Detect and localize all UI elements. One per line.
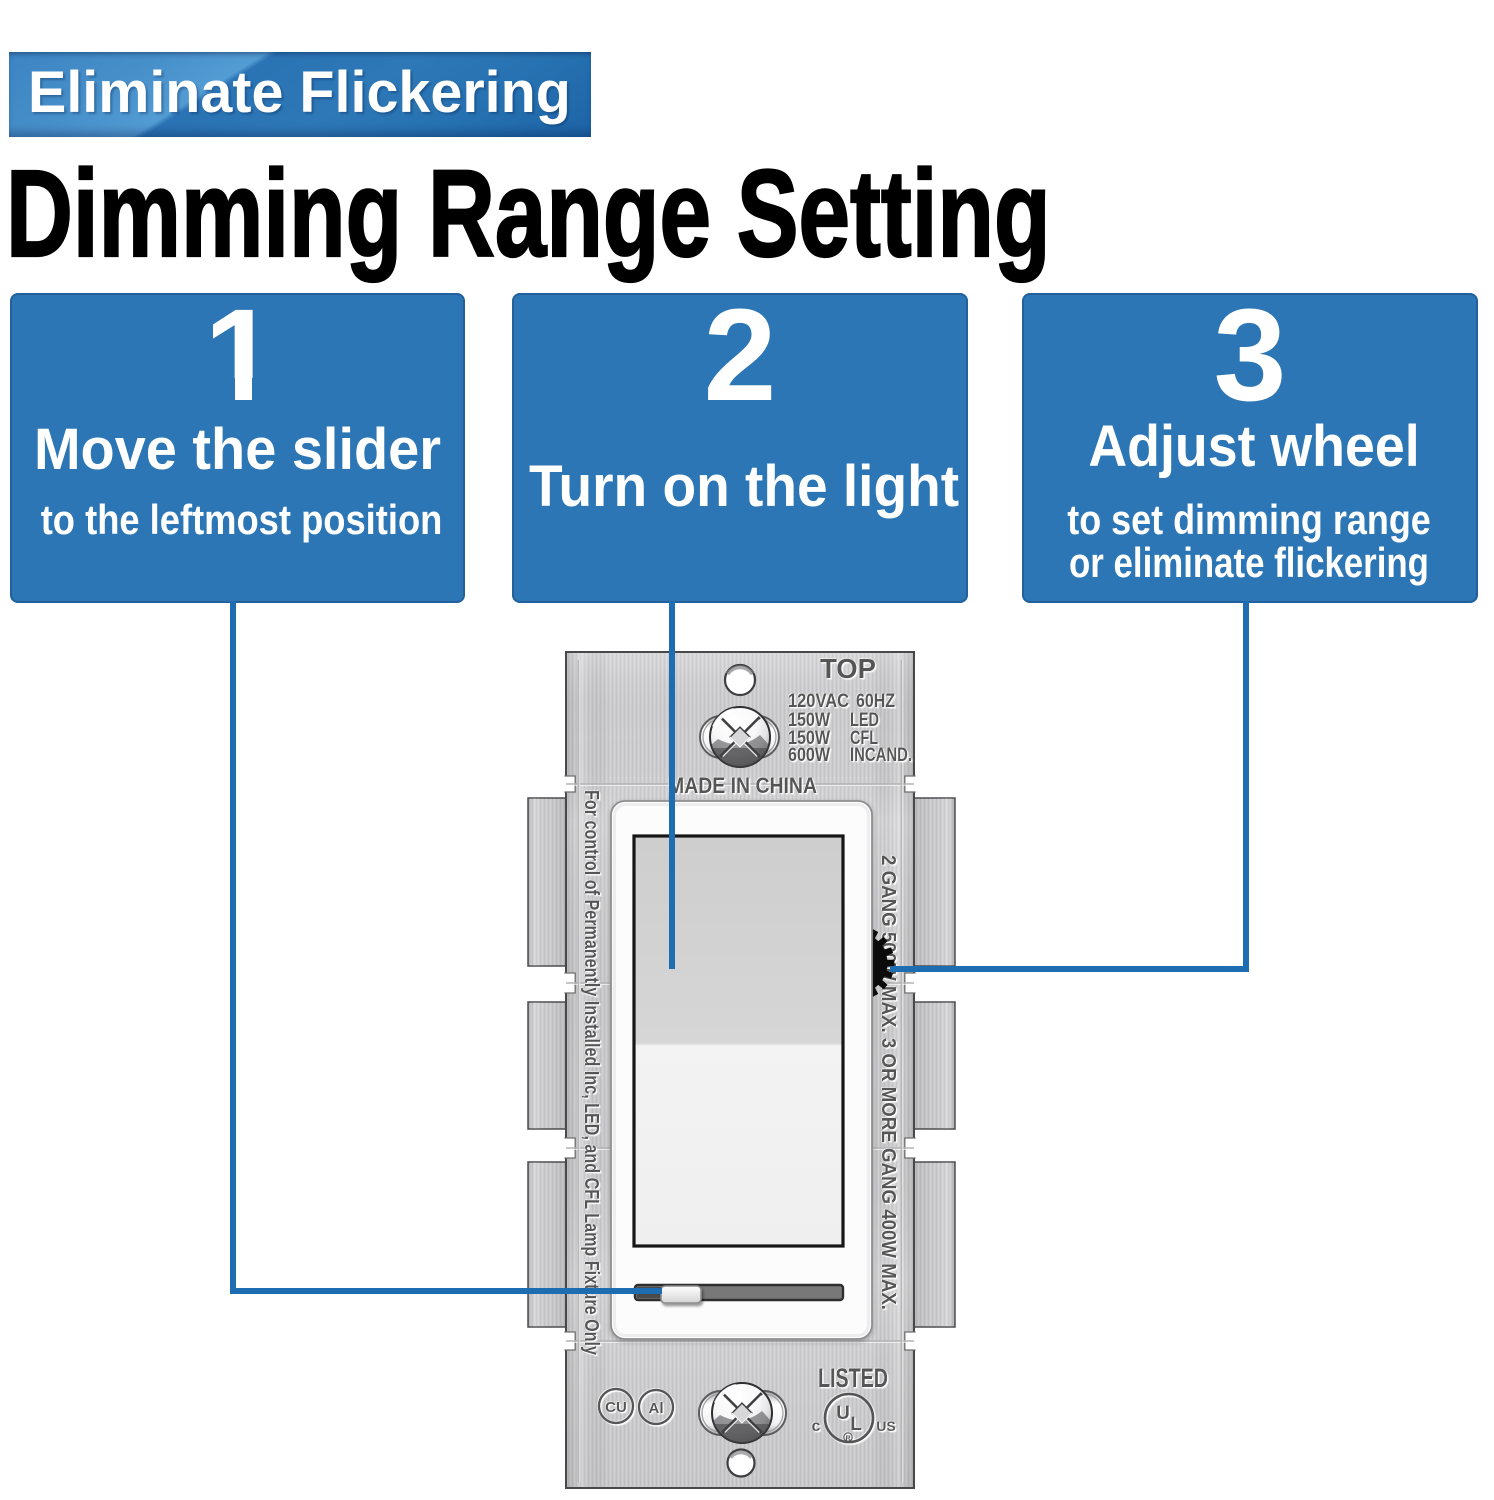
- svg-text:For control of Permanently Ins: For control of Permanently Installed Inc…: [580, 790, 602, 1356]
- svg-text:60HZ: 60HZ: [856, 691, 895, 712]
- svg-text:US: US: [876, 1418, 895, 1434]
- svg-text:R: R: [845, 1436, 850, 1443]
- svg-text:U: U: [836, 1403, 850, 1424]
- svg-text:MADE IN CHINA: MADE IN CHINA: [668, 773, 817, 798]
- svg-text:INCAND.: INCAND.: [850, 745, 912, 766]
- svg-text:150W: 150W: [788, 728, 830, 749]
- svg-text:Al: Al: [649, 1400, 664, 1417]
- svg-text:2 GANG 500W MAX. 3 OR MORE GAN: 2 GANG 500W MAX. 3 OR MORE GANG 400W MAX…: [877, 855, 899, 1310]
- svg-text:LISTED: LISTED: [818, 1363, 888, 1393]
- svg-text:TOP: TOP: [820, 653, 876, 684]
- svg-text:150W: 150W: [788, 710, 830, 731]
- svg-text:120VAC: 120VAC: [788, 691, 849, 712]
- svg-text:CU: CU: [605, 1399, 627, 1416]
- svg-text:L: L: [850, 1414, 862, 1435]
- svg-text:LED: LED: [850, 710, 879, 731]
- svg-text:600W: 600W: [788, 745, 830, 766]
- svg-text:c: c: [812, 1418, 821, 1435]
- svg-text:CFL: CFL: [850, 728, 878, 749]
